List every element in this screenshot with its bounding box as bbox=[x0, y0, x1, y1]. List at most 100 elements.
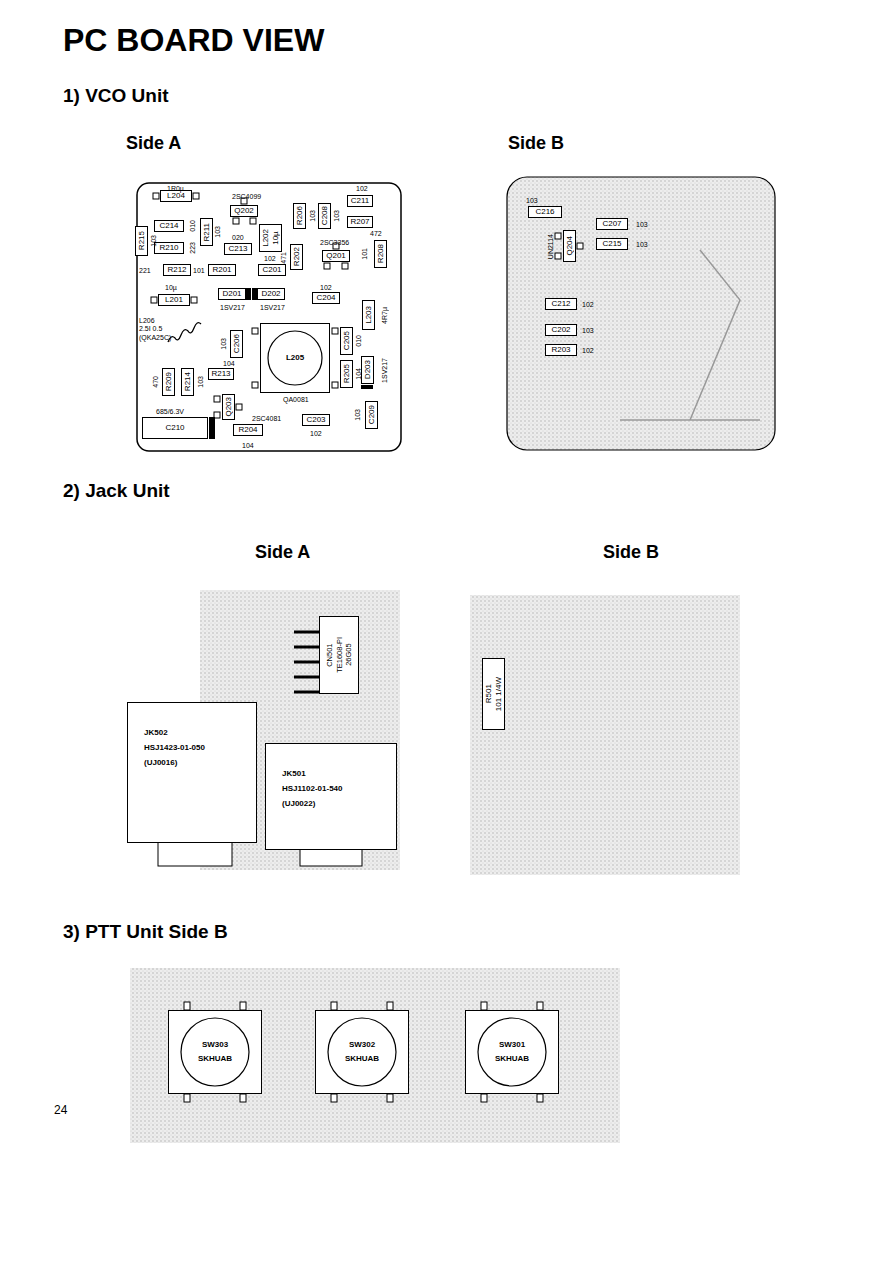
label-group: Q202 bbox=[234, 207, 254, 215]
label-group: C205 bbox=[342, 331, 352, 350]
value-label: 2SC4099 bbox=[232, 193, 261, 200]
section-heading: 3) PTT Unit Side B bbox=[63, 922, 228, 941]
page-title: PC BOARD VIEW bbox=[63, 24, 324, 56]
part-label: R202 bbox=[292, 247, 302, 266]
value-label: 103 bbox=[150, 235, 157, 247]
value-label: 102 bbox=[320, 284, 332, 291]
part-label: Q203 bbox=[224, 397, 234, 417]
switch-body: SW301SKHUAB bbox=[465, 1010, 559, 1094]
part-label: TE1608-PI bbox=[334, 637, 344, 673]
component-box: R211 bbox=[200, 218, 213, 246]
part-label: C210 bbox=[165, 424, 184, 432]
part-label: R501 bbox=[484, 677, 494, 711]
label-group: R202 bbox=[292, 247, 302, 266]
part-label: D201 bbox=[222, 290, 241, 298]
component-box: R213 bbox=[208, 368, 234, 380]
component-box: C212 bbox=[545, 298, 577, 310]
part-label: R201 bbox=[212, 266, 231, 274]
label-group: L204 bbox=[167, 192, 185, 200]
jack-body: JK502HSJ1423-01-050(UJ0016) bbox=[127, 702, 257, 843]
label-group: R209 bbox=[164, 372, 174, 391]
label-group: R207 bbox=[350, 218, 369, 226]
copper-trace bbox=[620, 250, 760, 420]
value-label: QA0081 bbox=[283, 396, 309, 403]
part-label: R207 bbox=[350, 218, 369, 226]
label-group: Q204 bbox=[565, 236, 575, 256]
value-label: 472 bbox=[370, 230, 382, 237]
value-label: L206 bbox=[139, 317, 155, 324]
part-label: C216 bbox=[535, 208, 554, 216]
label-group: CN501TE1608-PI26G05 bbox=[325, 637, 354, 673]
part-label: R215 bbox=[137, 231, 147, 250]
part-label: JK502 bbox=[144, 725, 205, 740]
label-group: R213 bbox=[211, 370, 230, 378]
component-box: L203 bbox=[362, 300, 375, 330]
switch-body: SW303SKHUAB bbox=[168, 1010, 262, 1094]
component-box: C211 bbox=[347, 195, 373, 207]
part-label: R206 bbox=[295, 206, 305, 225]
value-label: 2SC3356 bbox=[320, 239, 349, 246]
part-label: C213 bbox=[228, 245, 247, 253]
component-box: D203 bbox=[361, 356, 374, 384]
part-label: R209 bbox=[164, 372, 174, 391]
part-label: L203 bbox=[364, 306, 374, 324]
part-label: (UJ0016) bbox=[144, 755, 205, 770]
component-box: R205 bbox=[340, 360, 353, 388]
value-label: 24 bbox=[54, 1104, 67, 1116]
label-group: R501101 1/4W bbox=[484, 677, 504, 711]
value-label: 103 bbox=[354, 409, 361, 421]
component-box: R203 bbox=[545, 344, 577, 356]
part-label: Q201 bbox=[326, 252, 346, 260]
part-label: 10µ bbox=[271, 229, 281, 247]
part-label: C209 bbox=[367, 405, 377, 424]
value-label: UN2114 bbox=[547, 234, 554, 259]
component-box: CN501TE1608-PI26G05 bbox=[319, 616, 359, 694]
part-label: C207 bbox=[602, 220, 621, 228]
value-label: 102 bbox=[310, 430, 322, 437]
value-label: 2SC4081 bbox=[252, 415, 281, 422]
part-label: C215 bbox=[602, 240, 621, 248]
component-box: R201 bbox=[208, 264, 236, 276]
label-group: Q201 bbox=[326, 252, 346, 260]
label-group: R201 bbox=[212, 266, 231, 274]
part-label: L201 bbox=[165, 296, 183, 304]
label-group: L205 bbox=[286, 351, 304, 365]
section-heading: 1) VCO Unit bbox=[63, 86, 169, 105]
component-box: C214 bbox=[154, 220, 184, 232]
value-label: 104 bbox=[355, 368, 362, 380]
label-group: R205 bbox=[342, 364, 352, 383]
value-label: 10µ bbox=[165, 284, 177, 291]
part-label: R214 bbox=[183, 372, 193, 391]
label-group: C203 bbox=[306, 416, 325, 424]
label-group: R210 bbox=[159, 244, 178, 252]
component-box: R208 bbox=[374, 240, 387, 268]
value-label: 010 bbox=[355, 335, 362, 347]
component-box: C203 bbox=[302, 414, 330, 426]
label-group: L201 bbox=[165, 296, 183, 304]
label-group: R212 bbox=[167, 266, 186, 274]
value-label: 102 bbox=[582, 301, 594, 308]
part-label: JK501 bbox=[282, 766, 343, 781]
component-box: R501101 1/4W bbox=[482, 658, 505, 730]
label-group: R204 bbox=[238, 426, 257, 434]
component-box: C213 bbox=[224, 243, 252, 255]
value-label: 101 bbox=[361, 248, 368, 260]
label-group: SW302SKHUAB bbox=[345, 1038, 379, 1067]
label-group: C212 bbox=[551, 300, 570, 308]
value-label: 103 bbox=[197, 376, 204, 388]
value-label: 103 bbox=[636, 241, 648, 248]
label-group: C216 bbox=[535, 208, 554, 216]
label-group: C207 bbox=[602, 220, 621, 228]
part-label: L202 bbox=[261, 229, 271, 247]
value-label: 471 bbox=[280, 252, 287, 264]
label-group: D201 bbox=[222, 290, 241, 298]
component-box: R204 bbox=[233, 424, 263, 436]
label-group: C213 bbox=[228, 245, 247, 253]
part-label: SKHUAB bbox=[198, 1052, 232, 1066]
part-label: R208 bbox=[376, 244, 386, 263]
button-circle bbox=[316, 1011, 408, 1093]
part-label: C205 bbox=[342, 331, 352, 350]
component-box: D202 bbox=[257, 288, 285, 300]
part-label: HSJ1423-01-050 bbox=[144, 740, 205, 755]
component-box: Q204 bbox=[563, 230, 576, 262]
